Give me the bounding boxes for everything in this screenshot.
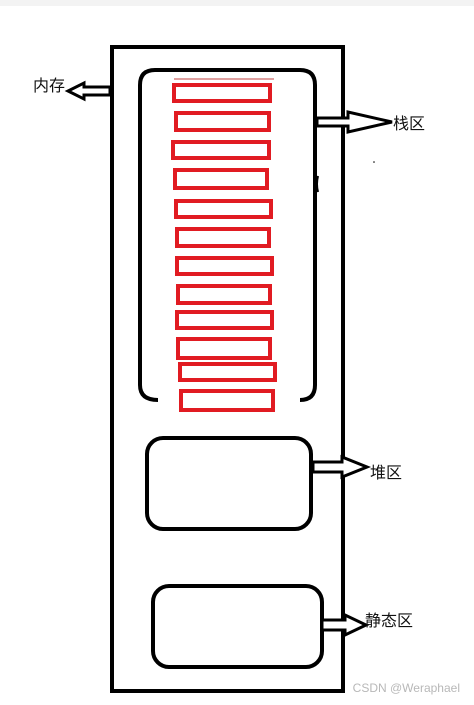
stack-frame	[175, 310, 274, 330]
heap-label: 堆区	[370, 463, 403, 482]
stack-frame	[174, 199, 273, 219]
static-arrow	[320, 612, 370, 638]
pencil-mark	[316, 175, 319, 193]
static-label: 静态区	[365, 611, 414, 630]
pencil-mark	[341, 159, 344, 168]
stack-frame	[174, 111, 271, 132]
watermark: CSDN @Weraphael	[352, 681, 460, 695]
top-strip	[0, 0, 474, 6]
stack-label: 栈区	[393, 114, 426, 133]
static-region	[151, 584, 324, 669]
stack-frame	[175, 256, 274, 276]
stack-frame	[173, 168, 269, 190]
stack-frame	[179, 389, 275, 412]
stack-frame	[172, 83, 272, 103]
memory-box	[110, 45, 345, 693]
memory-label: 内存	[33, 76, 66, 95]
pencil-dot	[373, 161, 375, 163]
memory-arrow	[64, 80, 112, 102]
stack-arrow	[315, 110, 393, 134]
stack-frame	[176, 284, 272, 305]
stack-region	[138, 68, 317, 402]
stack-frame	[171, 140, 271, 160]
stack-frame	[178, 362, 277, 382]
heap-arrow	[311, 454, 372, 480]
heap-region	[145, 436, 313, 531]
stack-frame	[175, 227, 271, 248]
stack-frames	[171, 83, 277, 412]
stack-frame	[176, 337, 272, 360]
